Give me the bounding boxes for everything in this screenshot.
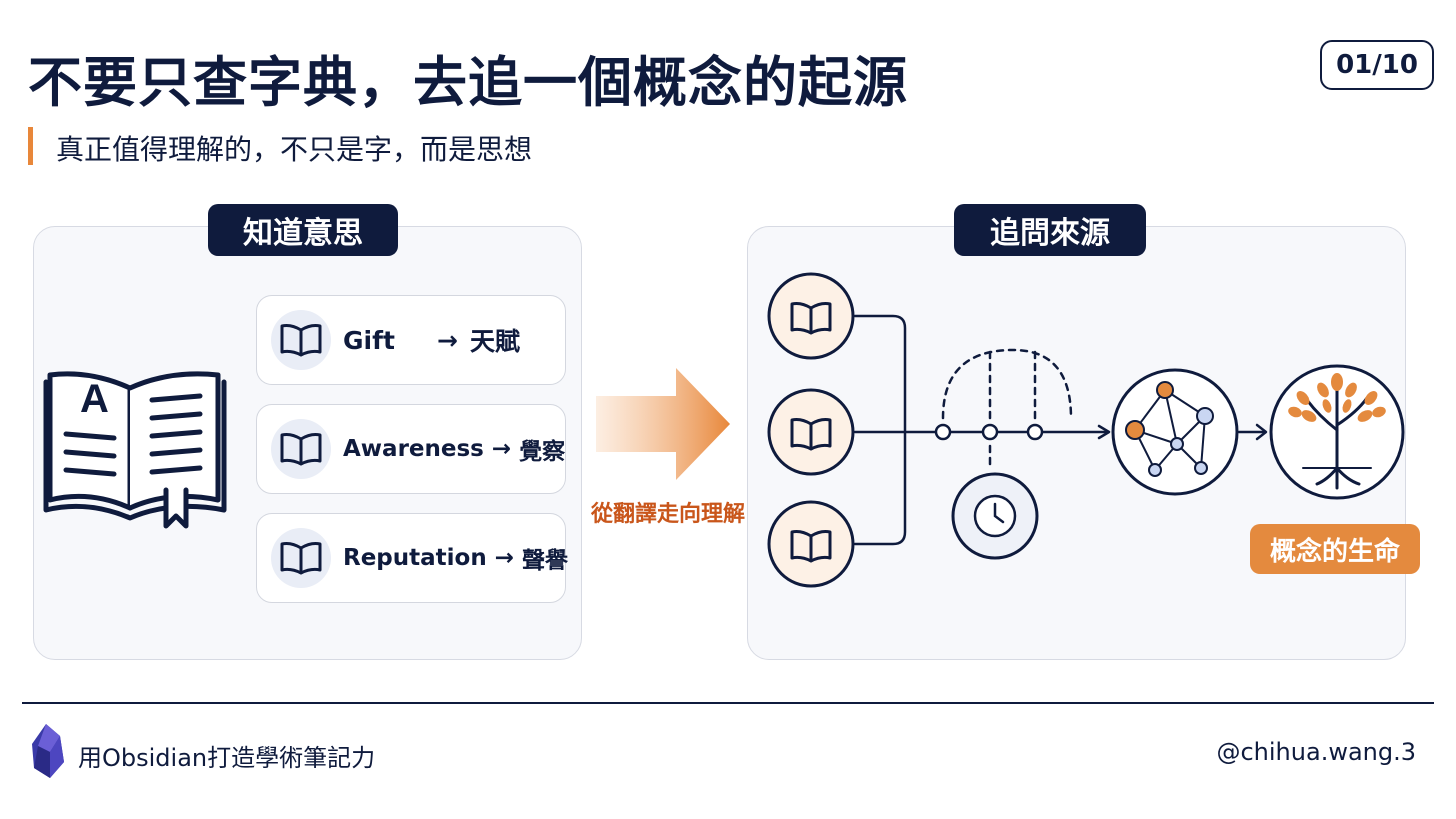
obsidian-logo-icon [32,724,64,778]
source-book-icon [767,272,855,360]
concept-tree-icon [1269,364,1405,500]
footer-author-handle: @chihua.wang.3 [1216,738,1416,766]
word-pair: Gift → 天賦 [343,322,520,358]
source-book-icon [767,500,855,588]
dictionary-letter: A [80,377,109,421]
source-book-icon [767,388,855,476]
word-card-gift: Gift → 天賦 [256,295,566,385]
transition-label: 從翻譯走向理解 [590,502,745,527]
concept-life-badge: 概念的生命 [1250,524,1420,574]
word-pair: Reputation → 聲譽 [343,541,568,575]
dictionary-book-icon: A [43,371,227,529]
english-word: Awareness [343,436,484,462]
word-card-reputation: Reputation → 聲譽 [256,513,568,603]
arrow-right-icon: → [491,436,512,462]
right-panel-label: 追問來源 [954,204,1146,256]
left-panel-label: 知道意思 [208,204,398,256]
footer-series-title: 用Obsidian打造學術筆記力 [78,744,376,772]
arrow-right-icon: → [437,325,458,355]
word-pair: Awareness → 覺察 [343,432,565,466]
page-title: 不要只查字典，去追一個概念的起源 [28,51,908,114]
chinese-translation: 天賦 [469,327,520,356]
arrow-right-icon: → [494,545,514,571]
transition-arrow-icon [596,368,730,480]
book-icon [271,310,331,370]
subtitle: 真正值得理解的，不只是字，而是思想 [56,133,533,166]
clock-icon [951,472,1039,560]
concept-network-icon [1111,368,1239,496]
concept-origin-diagram [767,272,1405,588]
english-word: Reputation [343,545,487,571]
book-icon [271,528,331,588]
book-icon [271,419,331,479]
chinese-translation: 聲譽 [522,548,568,574]
page-indicator: 01/10 [1320,40,1434,90]
word-card-awareness: Awareness → 覺察 [256,404,566,494]
timeline-node [934,423,1044,441]
footer-divider [22,702,1434,704]
subtitle-accent-bar [28,127,33,165]
english-word: Gift [343,325,395,355]
chinese-translation: 覺察 [519,439,566,465]
